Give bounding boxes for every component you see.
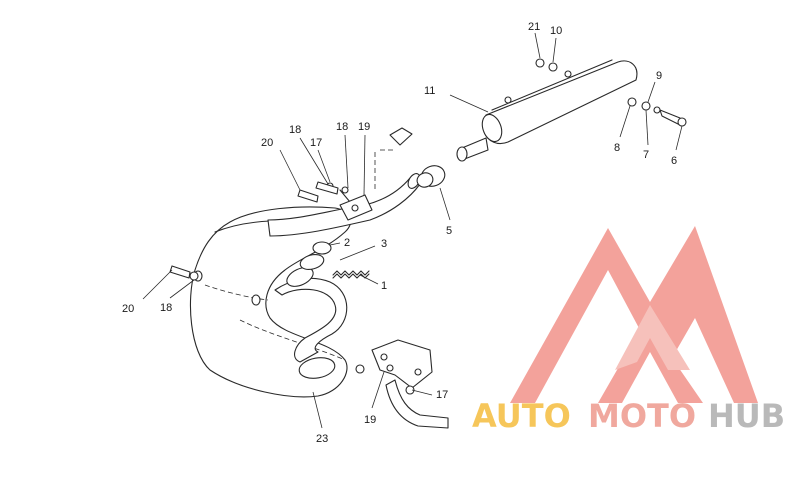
callout-18: 18 [336,121,348,133]
callout-11: 11 [424,85,435,97]
callout-3: 3 [381,238,387,250]
upper-bracket-assembly [297,127,413,221]
watermark-word-auto: AUTO [472,397,571,435]
leader-lines [142,32,683,429]
callout-18: 18 [160,302,172,314]
callout-17: 17 [436,389,448,401]
callout-19: 19 [364,414,376,426]
silencer-mount-hardware [535,58,687,127]
left-mount-hardware [169,265,199,281]
callout-20: 20 [261,137,273,149]
watermark-word-moto: MOTO [588,397,696,435]
callout-labels: 21 10 9 11 8 7 6 20 18 17 18 19 5 2 3 1 … [122,21,677,445]
callout-9: 9 [656,70,662,82]
coupling-sleeve [416,165,446,188]
automotohub-watermark-text: AUTO MOTO HUB [472,397,785,435]
callout-10: 10 [550,25,562,37]
callout-7: 7 [643,149,649,161]
callout-8: 8 [614,142,620,154]
callout-6: 6 [671,155,677,167]
callout-21: 21 [528,21,540,33]
callout-19: 19 [358,121,370,133]
expansion-chamber [189,206,352,398]
callout-5: 5 [446,225,452,237]
automotohub-watermark-logo [510,226,758,403]
callout-17: 17 [310,137,322,149]
silencer [456,59,638,162]
callout-20: 20 [122,303,134,315]
callout-18: 18 [289,124,301,136]
callout-2: 2 [344,237,350,249]
callout-1: 1 [381,280,387,292]
callout-23: 23 [316,433,328,445]
watermark-word-hub: HUB [708,397,785,435]
spring-and-clamp [299,241,370,279]
lower-bracket-assembly [355,339,449,429]
